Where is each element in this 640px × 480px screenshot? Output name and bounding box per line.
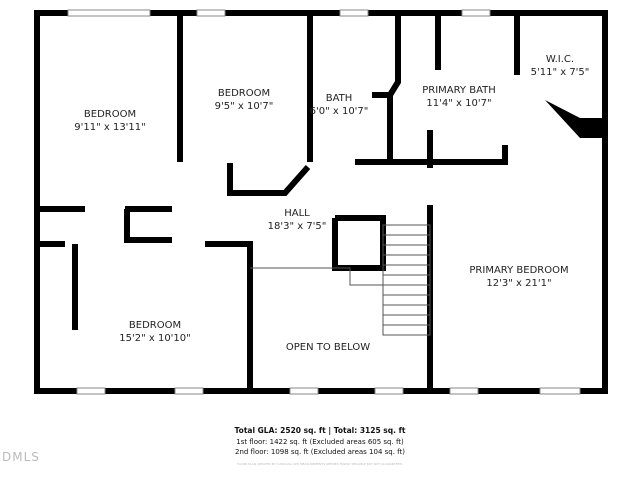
room-name: BEDROOM	[83, 109, 137, 120]
room-wic: W.I.C. 5'11" x 7'5"	[531, 53, 590, 79]
room-size: 6'0" x 10'7"	[309, 106, 369, 117]
room-bath: BATH 6'0" x 10'7"	[310, 92, 369, 118]
footer-totals: Total GLA: 2520 sq. ft | Total: 3125 sq.…	[234, 426, 406, 435]
windows	[67, 9, 581, 395]
room-name: HALL	[284, 208, 310, 219]
room-primary-bedroom: PRIMARY BEDROOM 12'3" x 21'1"	[469, 264, 568, 290]
room-size: 9'5" x 10'7"	[214, 101, 274, 112]
stairs	[250, 224, 431, 336]
outer-wall	[34, 10, 608, 394]
room-name: PRIMARY BEDROOM	[469, 265, 569, 276]
room-size: 12'3" x 21'1"	[486, 278, 552, 289]
room-name: BEDROOM	[128, 320, 182, 331]
room-name: W.I.C.	[545, 54, 575, 65]
footer-second-floor: 2nd floor: 1098 sq. ft (Excluded areas 1…	[234, 448, 406, 456]
room-name: PRIMARY BATH	[422, 85, 496, 96]
room-name: OPEN TO BELOW	[285, 342, 371, 353]
room-name: BATH	[325, 93, 353, 104]
footer-disclaimer: FLOOR PLAN CREATED BY CUBICASA APP. MEAS…	[237, 462, 403, 466]
room-size: 11'4" x 10'7"	[426, 98, 492, 109]
room-bedroom-2: BEDROOM 9'5" x 10'7"	[215, 87, 274, 113]
interior-walls	[37, 13, 605, 391]
room-open-to-below: OPEN TO BELOW	[286, 341, 370, 354]
room-size: 5'11" x 7'5"	[530, 67, 590, 78]
room-primary-bath: PRIMARY BATH 11'4" x 10'7"	[422, 84, 496, 110]
footer-first-floor: 1st floor: 1422 sq. ft (Excluded areas 6…	[236, 438, 404, 446]
watermark-logo: DMLS	[2, 450, 40, 464]
room-bedroom-3: BEDROOM 15'2" x 10'10"	[119, 319, 191, 345]
room-size: 15'2" x 10'10"	[119, 333, 191, 344]
room-hall: HALL 18'3" x 7'5"	[268, 207, 327, 233]
room-bedroom-1: BEDROOM 9'11" x 13'11"	[74, 108, 146, 134]
room-name: BEDROOM	[217, 88, 271, 99]
room-size: 9'11" x 13'11"	[74, 122, 146, 133]
room-size: 18'3" x 7'5"	[267, 221, 327, 232]
